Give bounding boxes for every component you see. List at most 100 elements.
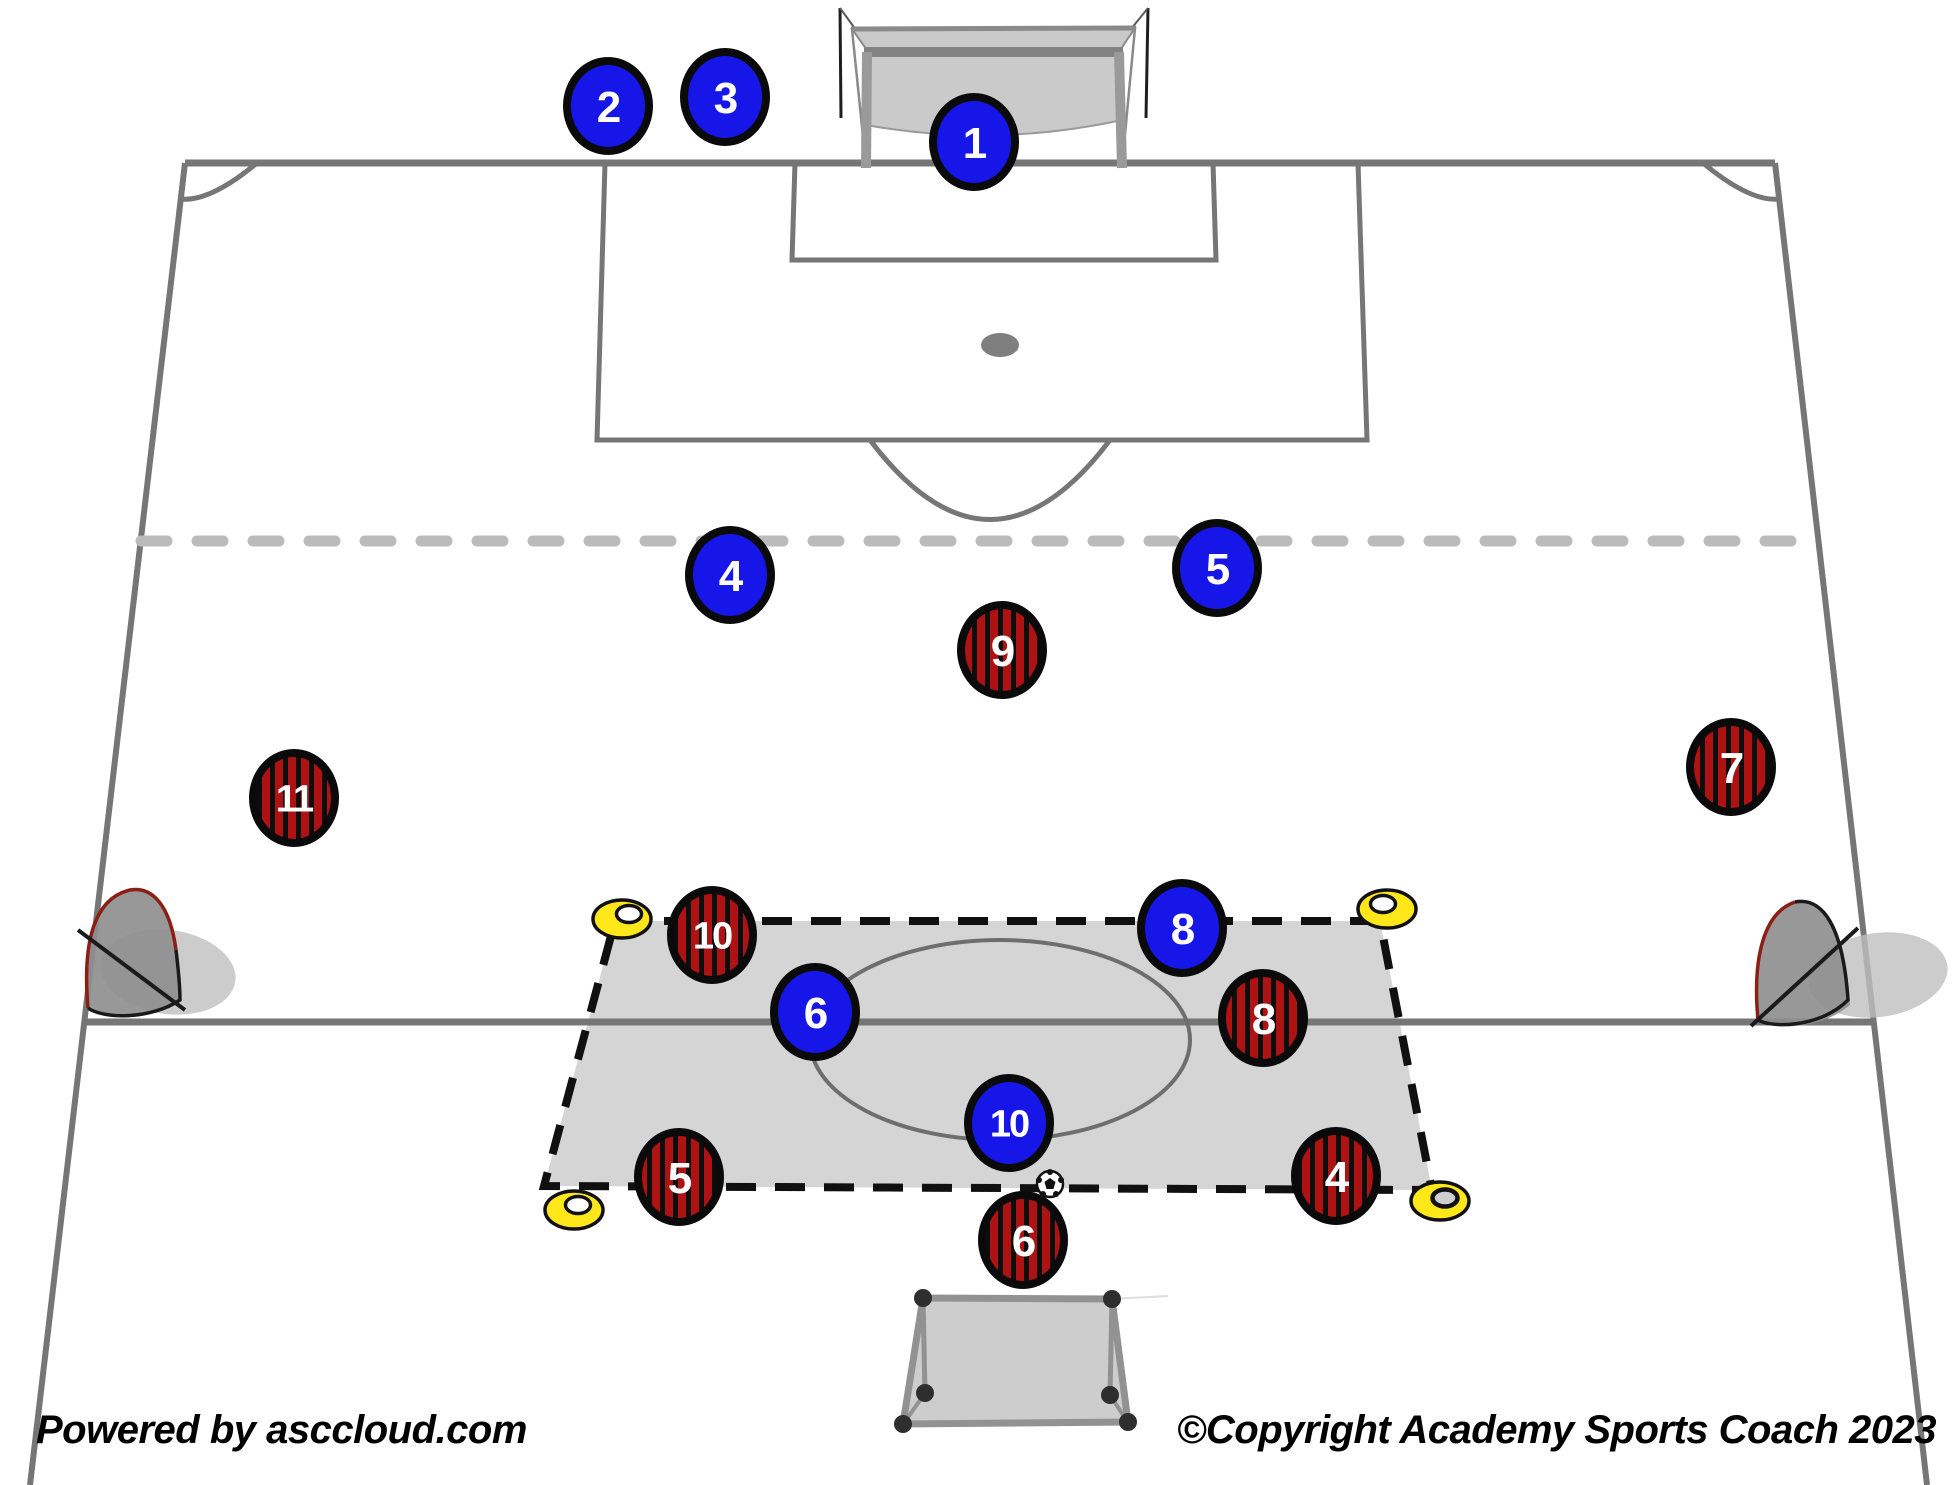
penalty-arc: [868, 438, 1112, 522]
player-red-9[interactable]: 9: [957, 601, 1047, 699]
player-disc: [249, 749, 339, 847]
ball-patch: [1047, 1169, 1053, 1175]
player-blue-2[interactable]: 2: [563, 57, 653, 155]
player-red-10[interactable]: 10: [667, 886, 757, 984]
player-disc: [964, 1074, 1054, 1172]
player-disc: [667, 886, 757, 984]
mini-goal-joint: [1119, 1413, 1137, 1431]
mini-goal-joint: [1103, 1290, 1121, 1308]
player-number: 8: [1171, 905, 1195, 954]
player-blue-6[interactable]: 6: [770, 963, 860, 1061]
player-number: 11: [276, 779, 314, 821]
player-disc: [1291, 1127, 1381, 1225]
player-blue-8[interactable]: 8: [1137, 879, 1227, 977]
player-red-7[interactable]: 7: [1686, 718, 1776, 816]
mini-goal-joint: [916, 1384, 934, 1402]
cone-bottom-right[interactable]: [1409, 1180, 1471, 1222]
player-blue-10[interactable]: 10: [964, 1074, 1054, 1172]
cone-hole: [563, 1194, 593, 1216]
mini-goal[interactable]: [894, 1289, 1169, 1433]
player-number: 7: [1720, 744, 1743, 793]
player-number: 5: [668, 1154, 692, 1203]
main-goal[interactable]: [838, 7, 1150, 169]
net-back-bar: [850, 25, 1137, 32]
goal-dome: [86, 889, 180, 1015]
player-disc: [1686, 718, 1776, 816]
player-number: 1: [963, 119, 987, 168]
player-disc: [634, 1128, 724, 1226]
player-disc: [1172, 519, 1262, 617]
ball-patch: [1036, 1177, 1042, 1183]
cone-hole: [1368, 893, 1398, 915]
corner-arc-right: [1701, 161, 1780, 202]
cone-top-right[interactable]: [1356, 888, 1418, 930]
cone-top-left[interactable]: [591, 898, 653, 940]
player-disc: [929, 93, 1019, 191]
copyright-text: ©Copyright Academy Sports Coach 2023: [1176, 1408, 1937, 1452]
player-red-11[interactable]: 11: [249, 749, 339, 847]
player-disc: [685, 526, 775, 624]
player-number: 6: [804, 989, 827, 1038]
ball-pentagon: [1044, 1178, 1056, 1189]
player-red-5[interactable]: 5: [634, 1128, 724, 1226]
cone-bottom-left[interactable]: [543, 1189, 605, 1231]
player-disc: [978, 1191, 1068, 1289]
goal-dome-edge-red: [84, 887, 178, 1009]
mini-goal-joint: [914, 1289, 932, 1307]
player-disc: [680, 48, 770, 146]
player-disc: [957, 601, 1047, 699]
goal-dome: [1756, 901, 1850, 1027]
player-number: 3: [714, 74, 737, 123]
mini-goal-joint: [894, 1415, 912, 1433]
player-disc: [563, 57, 653, 155]
player-disc: [1218, 969, 1308, 1067]
corner-arc-left: [180, 161, 259, 202]
ball-patch: [1053, 1191, 1059, 1197]
goal-area: [789, 162, 1219, 263]
player-red-8[interactable]: 8: [1218, 969, 1308, 1067]
ball-patch: [1040, 1191, 1046, 1197]
net-pole-right: [1144, 7, 1150, 119]
player-disc: [1137, 879, 1227, 977]
net-tie-right: [1130, 7, 1149, 30]
cone-hole: [614, 903, 644, 925]
player-number: 9: [991, 627, 1014, 676]
player-red-4[interactable]: 4: [1291, 1127, 1381, 1225]
player-blue-3[interactable]: 3: [680, 48, 770, 146]
coaching-zone-fill[interactable]: [544, 921, 1432, 1190]
penalty-area: [594, 162, 1370, 443]
player-number: 4: [1325, 1153, 1350, 1202]
players-layer: 2 3 1 4 5 8 6 10 9 11 7 10 8 5 4 6: [249, 48, 1776, 1289]
player-disc: [770, 963, 860, 1061]
ball-patch: [1058, 1177, 1064, 1183]
popup-goal-left[interactable]: [76, 887, 241, 1023]
mini-goal-post-left: [920, 1297, 928, 1394]
popup-goal-right[interactable]: [1749, 899, 1953, 1028]
powered-by-text: Powered by asccloud.com: [36, 1408, 527, 1452]
net-tie-left: [839, 7, 857, 31]
goal-dome-edge-black: [1757, 899, 1850, 1027]
mini-goal-post-right: [1107, 1298, 1115, 1396]
goal-dome-edge-red: [1754, 900, 1796, 1021]
player-red-6[interactable]: 6: [978, 1191, 1068, 1289]
player-number: 5: [1206, 545, 1230, 594]
left-sideline: [27, 162, 188, 1485]
mini-goal-fill: [903, 1298, 1128, 1424]
goal-post-right: [1114, 51, 1127, 169]
player-blue-1[interactable]: 1: [929, 93, 1019, 191]
player-number: 6: [1012, 1217, 1035, 1266]
right-sideline: [1772, 162, 1930, 1485]
goal-bar: [76, 928, 187, 1012]
player-number: 2: [597, 83, 620, 132]
soccer-ball[interactable]: [1035, 1169, 1065, 1199]
player-blue-5[interactable]: 5: [1172, 519, 1262, 617]
mini-goal-joint: [1101, 1386, 1119, 1404]
player-blue-4[interactable]: 4: [685, 526, 775, 624]
player-number: 10: [990, 1104, 1029, 1146]
goal-bar: [1749, 926, 1860, 1028]
player-number: 8: [1252, 995, 1276, 1044]
mini-goal-tail: [1111, 1295, 1169, 1300]
cone-hole: [1430, 1187, 1460, 1209]
